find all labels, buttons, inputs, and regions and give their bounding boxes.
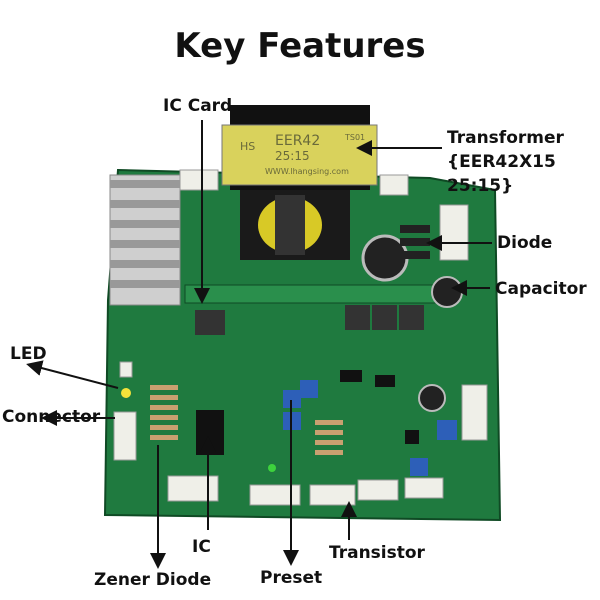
svg-text:HS: HS xyxy=(240,140,255,153)
connector-label: Connector xyxy=(2,407,101,427)
transformer: HS EER42 25:15 WWW.lhangsing.com TS01 xyxy=(221,105,378,260)
diode-group xyxy=(400,225,430,259)
ic-label: IC xyxy=(192,537,211,557)
svg-text:WWW.lhangsing.com: WWW.lhangsing.com xyxy=(265,167,349,176)
heatsink xyxy=(109,174,181,306)
svg-text:TS01: TS01 xyxy=(344,133,365,142)
connector-group xyxy=(113,169,488,506)
svg-text:EER42: EER42 xyxy=(275,133,320,149)
ic-card-board xyxy=(184,284,441,304)
led-label: LED xyxy=(10,344,47,364)
led-holder xyxy=(119,361,133,378)
power-components xyxy=(195,305,424,335)
svg-text:25:15: 25:15 xyxy=(275,149,310,163)
zener-diode-label: Zener Diode xyxy=(94,570,212,590)
led-arrow xyxy=(26,360,119,389)
ic-card-label: IC Card xyxy=(163,96,233,116)
transformer-label: Transformer {EER42X15 25:15} xyxy=(447,128,564,196)
transistor-label: Transistor xyxy=(329,543,425,563)
page-title: Key Features xyxy=(174,26,426,66)
capacitor-small xyxy=(431,276,463,308)
led xyxy=(121,388,131,398)
diode-label: Diode xyxy=(497,233,553,253)
capacitor-mid xyxy=(418,384,446,412)
preset-label: Preset xyxy=(260,568,323,588)
led-green xyxy=(268,464,276,472)
transistor-group xyxy=(340,370,419,444)
ic-chip xyxy=(196,410,224,455)
resistor-rows xyxy=(150,385,343,455)
capacitor-label: Capacitor xyxy=(495,279,587,299)
